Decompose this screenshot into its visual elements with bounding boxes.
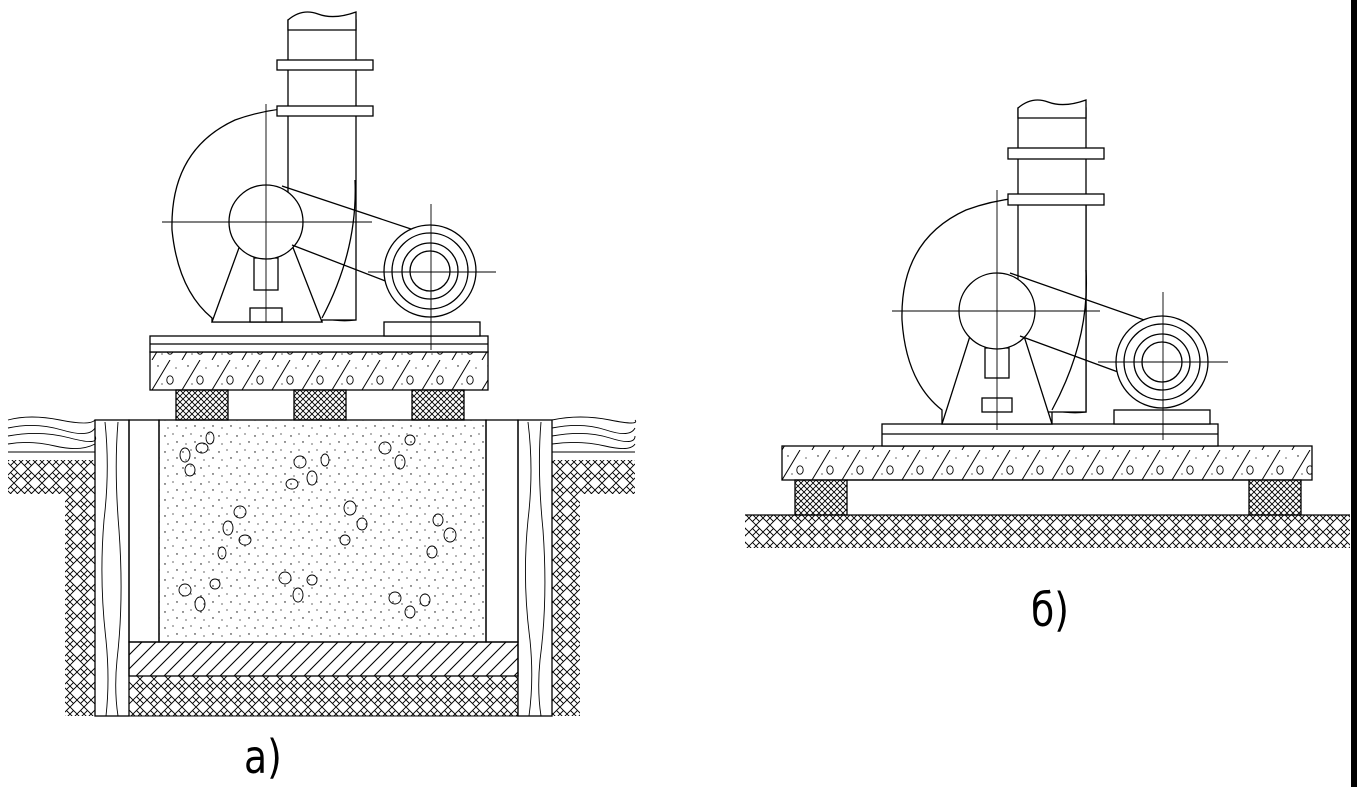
centre-lines-b xyxy=(892,190,1228,440)
vibration-pad-b-2 xyxy=(1248,479,1302,516)
soil-bottom-a xyxy=(128,675,519,717)
motor-base-b xyxy=(1113,409,1211,425)
concrete-slab-a xyxy=(149,351,489,391)
motor-a xyxy=(383,224,477,318)
drawing-a xyxy=(7,11,637,717)
vibration-pad-a-2 xyxy=(293,389,347,421)
ground-surface-right-a xyxy=(551,416,637,453)
concrete-aggregate-a xyxy=(178,431,457,619)
ground-soil-b xyxy=(745,515,1350,548)
vibration-pad-a-1 xyxy=(175,389,229,421)
vibration-pad-a-3 xyxy=(411,389,465,421)
duct-flange-b-1 xyxy=(1007,147,1105,160)
base-layer-a xyxy=(128,641,519,677)
centre-lines-a xyxy=(162,104,496,350)
duct-flange-a-2 xyxy=(276,105,374,117)
soil-right-a xyxy=(552,460,635,716)
ground-surface-left-a xyxy=(7,416,97,453)
concrete-block-a xyxy=(158,419,487,643)
caption-a: а) xyxy=(244,730,282,784)
vibration-pad-b-1 xyxy=(794,479,848,516)
steel-frame-b xyxy=(881,423,1219,447)
duct-flange-b-2 xyxy=(1007,193,1105,206)
soil-left-a xyxy=(8,460,95,716)
caption-b: б) xyxy=(1031,583,1069,637)
drawing-b xyxy=(745,99,1350,548)
duct-flange-a-1 xyxy=(276,59,374,71)
concrete-slab-b xyxy=(781,445,1313,481)
motor-base-a xyxy=(383,321,481,337)
